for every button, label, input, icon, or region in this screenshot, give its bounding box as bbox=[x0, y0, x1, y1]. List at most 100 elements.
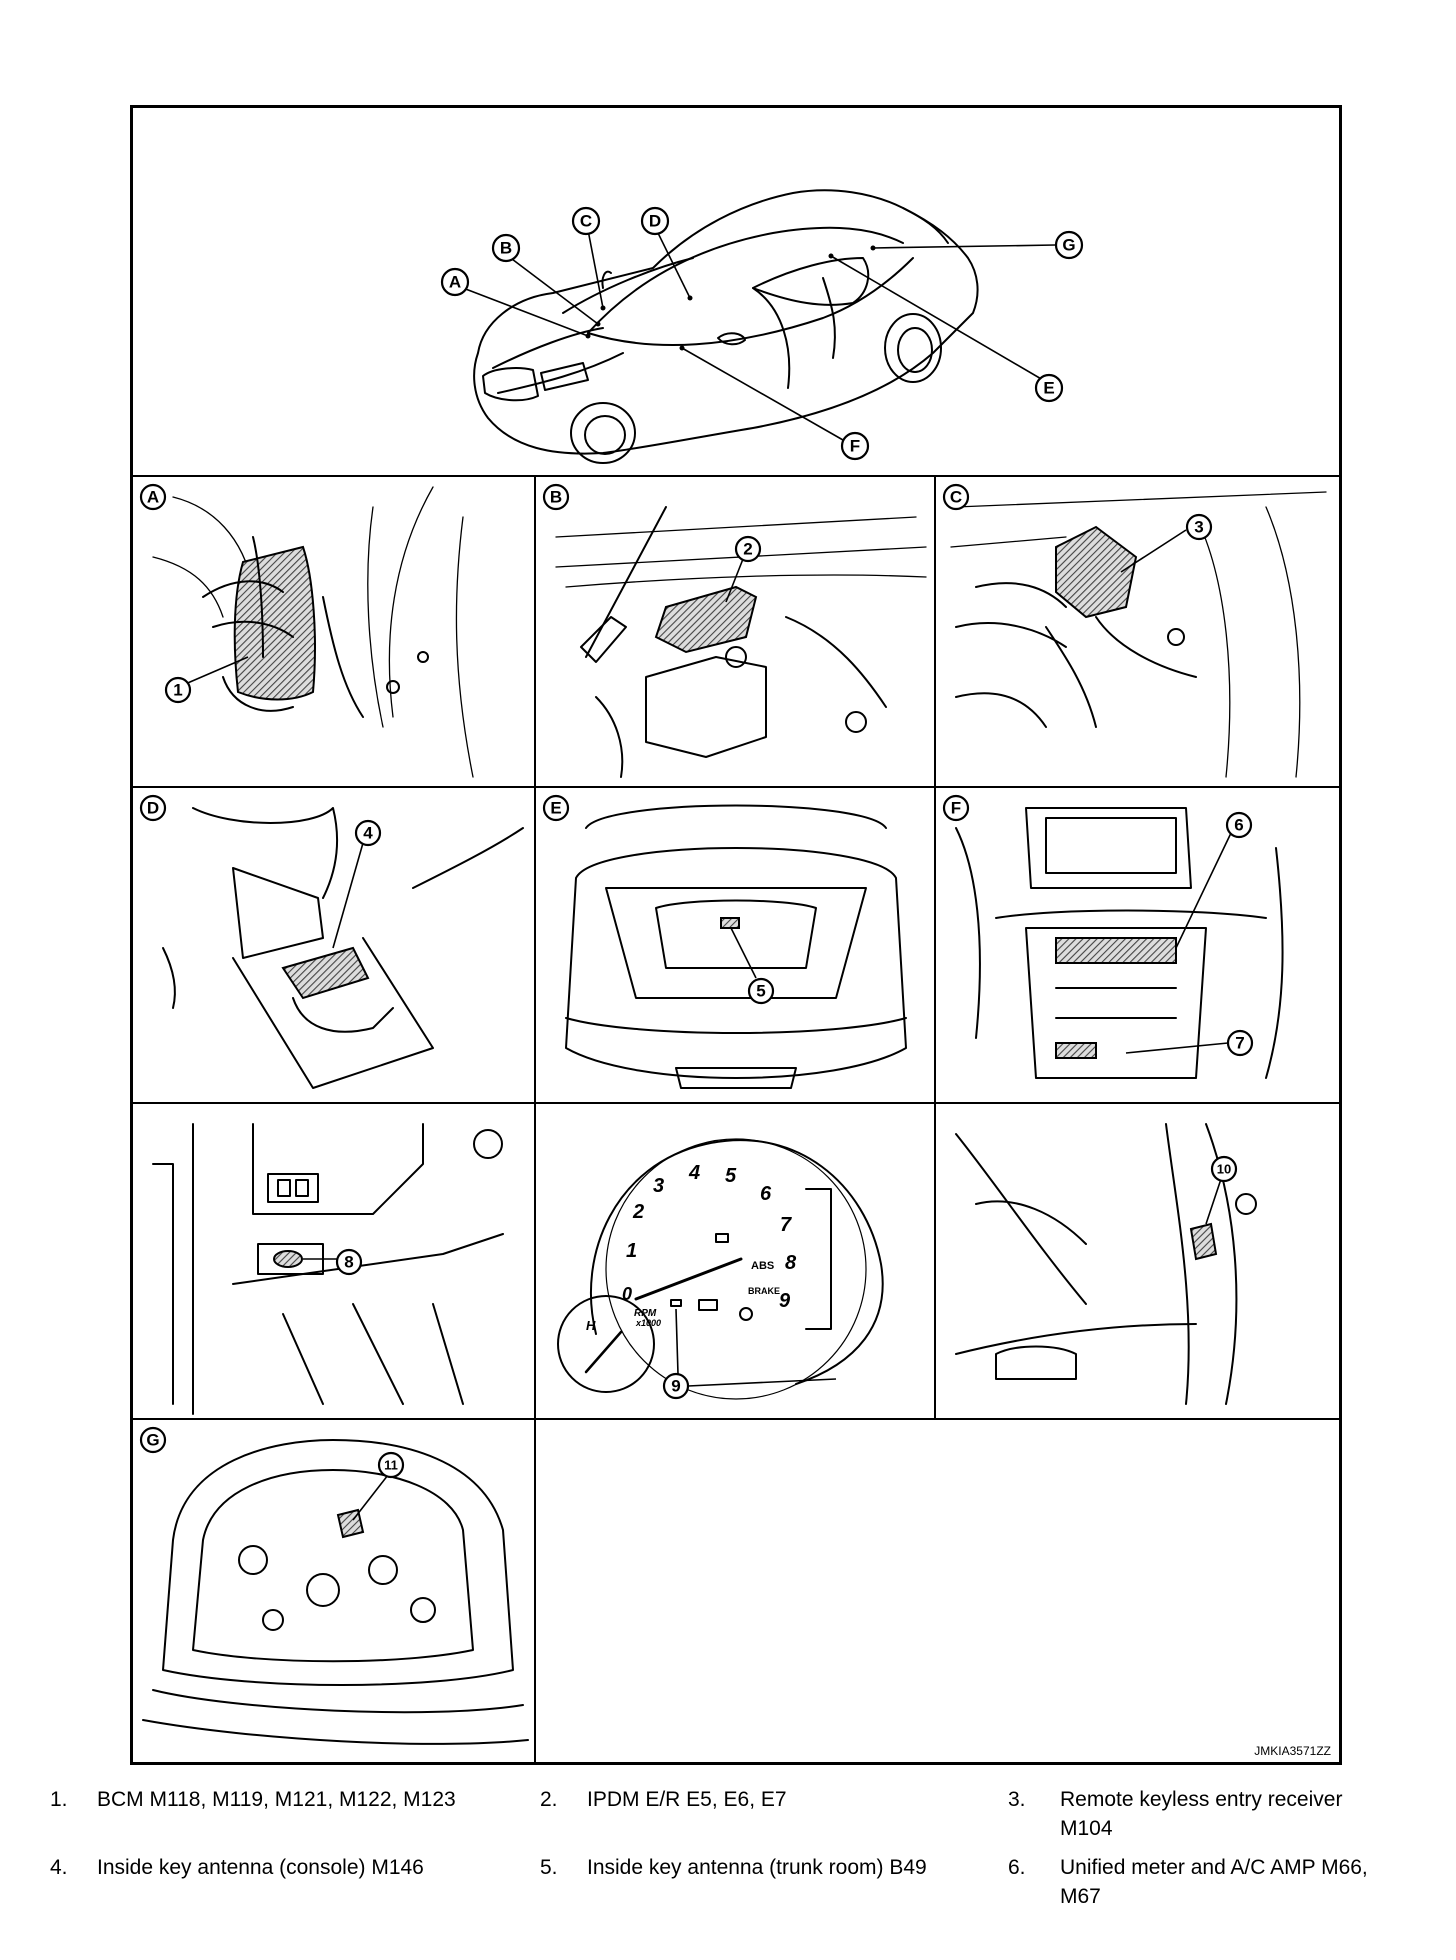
divider-v1 bbox=[534, 475, 536, 1762]
panel-g-svg: G 11 bbox=[139, 1426, 529, 1745]
callout-1: 1 bbox=[164, 676, 192, 704]
panel-c-keyless-receiver: C 3 bbox=[936, 477, 1339, 786]
tick-3: 3 bbox=[653, 1175, 664, 1197]
callout-6: 6 bbox=[1225, 811, 1253, 839]
svg-text:3: 3 bbox=[1194, 518, 1203, 537]
legend-text: Inside key antenna (console) M146 bbox=[97, 1856, 424, 1879]
callout-5: 5 bbox=[747, 977, 775, 1005]
panel-a-bcm: A 1 bbox=[133, 477, 534, 786]
temp-h-label: H bbox=[586, 1318, 596, 1333]
svg-text:2: 2 bbox=[743, 540, 752, 559]
panel-8-svg: 8 bbox=[152, 1123, 504, 1415]
tick-0: 0 bbox=[622, 1284, 632, 1304]
callout-c-label: C bbox=[942, 483, 970, 511]
panel-9-svg: H 1 2 3 4 5 6 7 8 9 0 RPM x1000 ABS BRAK… bbox=[557, 1138, 884, 1400]
legend-text: Remote keyless entry receiver M104 bbox=[1060, 1788, 1343, 1840]
svg-text:9: 9 bbox=[671, 1377, 680, 1396]
car-overview-panel: A B C D E F G bbox=[133, 108, 1339, 475]
legend-num: 2. bbox=[540, 1788, 558, 1811]
divider-h1 bbox=[133, 475, 1339, 477]
callout-4: 4 bbox=[354, 819, 382, 847]
svg-text:D: D bbox=[147, 799, 159, 818]
svg-text:A: A bbox=[147, 488, 159, 507]
legend-text: BCM M118, M119, M121, M122, M123 bbox=[97, 1788, 456, 1811]
svg-text:5: 5 bbox=[756, 982, 765, 1001]
svg-text:B: B bbox=[500, 239, 512, 258]
panel-d-console-antenna: D 4 bbox=[133, 788, 534, 1102]
x1000-label: x1000 bbox=[635, 1318, 661, 1328]
svg-text:10: 10 bbox=[1217, 1162, 1231, 1177]
diagram-frame: A B C D E F G A 1 bbox=[130, 105, 1342, 1765]
rpm-label: RPM bbox=[634, 1308, 657, 1319]
divider-v2 bbox=[934, 475, 936, 1420]
legend-num: 4. bbox=[50, 1856, 68, 1879]
legend-num: 6. bbox=[1008, 1856, 1026, 1879]
tick-2: 2 bbox=[632, 1201, 644, 1223]
panel-e-svg: E 5 bbox=[542, 794, 907, 1089]
car-overview-svg: A B C D E F G bbox=[440, 189, 1084, 464]
callout-3: 3 bbox=[1185, 513, 1213, 541]
callout-g: G bbox=[1054, 230, 1084, 260]
legend-num: 3. bbox=[1008, 1788, 1026, 1811]
tick-1: 1 bbox=[626, 1240, 637, 1262]
panel-f-svg: F 6 7 bbox=[942, 794, 1284, 1079]
callout-c: C bbox=[571, 206, 601, 236]
svg-text:C: C bbox=[950, 488, 962, 507]
callout-10: 10 bbox=[1210, 1155, 1238, 1183]
svg-text:G: G bbox=[146, 1431, 159, 1450]
car-outline bbox=[473, 189, 979, 464]
panel-c-svg: C 3 bbox=[942, 483, 1327, 778]
callout-8: 8 bbox=[335, 1248, 363, 1276]
tick-9: 9 bbox=[779, 1290, 791, 1312]
legend-text: Inside key antenna (trunk room) B49 bbox=[587, 1856, 927, 1879]
panel-door-10: 10 bbox=[936, 1104, 1339, 1418]
panel-10-svg: 10 bbox=[955, 1123, 1257, 1405]
svg-text:F: F bbox=[951, 799, 961, 818]
callout-7: 7 bbox=[1226, 1029, 1254, 1057]
legend-num: 1. bbox=[50, 1788, 68, 1811]
divider-h3 bbox=[133, 1102, 1339, 1104]
svg-text:11: 11 bbox=[384, 1458, 398, 1473]
svg-text:E: E bbox=[550, 799, 561, 818]
callout-a-label: A bbox=[139, 483, 167, 511]
callout-9: 9 bbox=[662, 1372, 690, 1400]
svg-text:C: C bbox=[580, 212, 592, 231]
callout-11: 11 bbox=[377, 1451, 405, 1479]
legend-num: 5. bbox=[540, 1856, 558, 1879]
callout-b-label: B bbox=[542, 483, 570, 511]
callout-a: A bbox=[440, 267, 470, 297]
tick-4: 4 bbox=[688, 1162, 700, 1184]
tick-7: 7 bbox=[780, 1214, 792, 1236]
panel-g-trunk-lid: G 11 bbox=[133, 1420, 534, 1762]
svg-text:8: 8 bbox=[344, 1253, 353, 1272]
callout-d-label: D bbox=[139, 794, 167, 822]
panel-tachometer-9: H 1 2 3 4 5 6 7 8 9 0 RPM x1000 ABS BRAK… bbox=[536, 1104, 934, 1418]
legend-text: IPDM E/R E5, E6, E7 bbox=[587, 1788, 787, 1811]
svg-text:7: 7 bbox=[1235, 1034, 1244, 1053]
divider-h4 bbox=[133, 1418, 1339, 1420]
callout-f-label: F bbox=[942, 794, 970, 822]
panel-e-trunk-antenna: E 5 bbox=[536, 788, 934, 1102]
callout-d: D bbox=[640, 206, 670, 236]
svg-text:E: E bbox=[1043, 379, 1054, 398]
brake-label: BRAKE bbox=[748, 1286, 780, 1296]
svg-text:B: B bbox=[550, 488, 562, 507]
tick-8: 8 bbox=[785, 1252, 797, 1274]
callout-2: 2 bbox=[734, 535, 762, 563]
callout-b: B bbox=[491, 233, 521, 263]
svg-text:A: A bbox=[449, 273, 461, 292]
svg-text:4: 4 bbox=[363, 824, 373, 843]
callout-e: E bbox=[1034, 373, 1064, 403]
svg-text:6: 6 bbox=[1234, 816, 1243, 835]
image-code: JMKIA3571ZZ bbox=[1254, 1744, 1331, 1758]
panel-a-svg: A 1 bbox=[139, 483, 474, 778]
divider-h2 bbox=[133, 786, 1339, 788]
svg-text:G: G bbox=[1062, 236, 1075, 255]
legend-text: Unified meter and A/C AMP M66, M67 bbox=[1060, 1856, 1368, 1908]
svg-text:F: F bbox=[850, 437, 860, 456]
panel-d-svg: D 4 bbox=[139, 794, 524, 1089]
tick-5: 5 bbox=[725, 1165, 737, 1187]
panel-b-ipdm: B 2 bbox=[536, 477, 934, 786]
svg-text:D: D bbox=[649, 212, 661, 231]
callout-e-label: E bbox=[542, 794, 570, 822]
